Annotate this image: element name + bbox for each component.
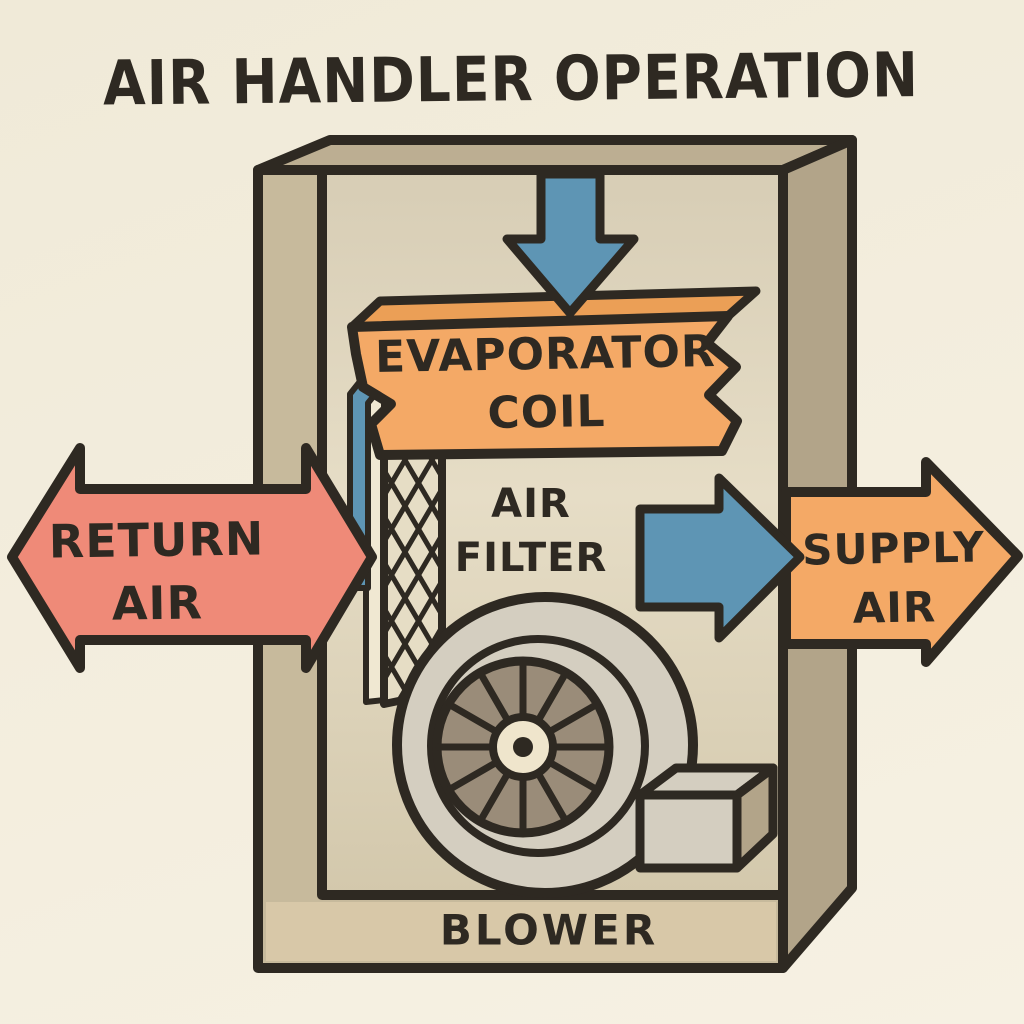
internal-flow-right-arrow-icon: [635, 473, 805, 643]
blower-label-band: [266, 902, 776, 961]
diagram-title: AIR HANDLER OPERATION: [102, 38, 920, 120]
supply-air-label: SUPPLY AIR: [802, 517, 987, 638]
blower-housing-scroll-line: [427, 635, 649, 857]
return-air-label-line1: RETURN: [48, 511, 265, 569]
blower-assembly: [392, 592, 778, 898]
supply-air-right-arrow-icon: [781, 457, 1023, 667]
evaporator-coil-front: [347, 311, 742, 460]
intake-down-arrow-icon: [502, 169, 639, 318]
cabinet-front-frame: [253, 165, 788, 973]
return-air-label: RETURN AIR: [48, 508, 265, 637]
blower-outlet-front: [635, 790, 742, 873]
air-filter-label-line2: FILTER: [454, 535, 608, 581]
return-air-double-arrow-icon: [7, 443, 377, 673]
supply-air-label-line1: SUPPLY: [801, 522, 986, 575]
evaporator-coil-label-line1: EVAPORATOR: [374, 326, 717, 383]
air-filter-mesh-pattern: [384, 436, 442, 704]
evaporator-coil-label: EVAPORATOR COIL: [375, 323, 718, 445]
blower-label: BLOWER: [439, 905, 659, 955]
return-air-label-line2: AIR: [111, 575, 204, 631]
blower-outlet-side: [732, 763, 778, 873]
blower-wheel-spokes: [439, 659, 607, 831]
air-filter-label-line1: AIR: [491, 481, 571, 527]
air-filter-label: AIR FILTER: [455, 477, 607, 585]
blower-outlet-duct: [635, 763, 778, 873]
blower-wheel-axle: [513, 737, 533, 757]
supply-air-label-line2: AIR: [852, 582, 937, 633]
evaporator-coil-label-line2: COIL: [486, 385, 606, 440]
